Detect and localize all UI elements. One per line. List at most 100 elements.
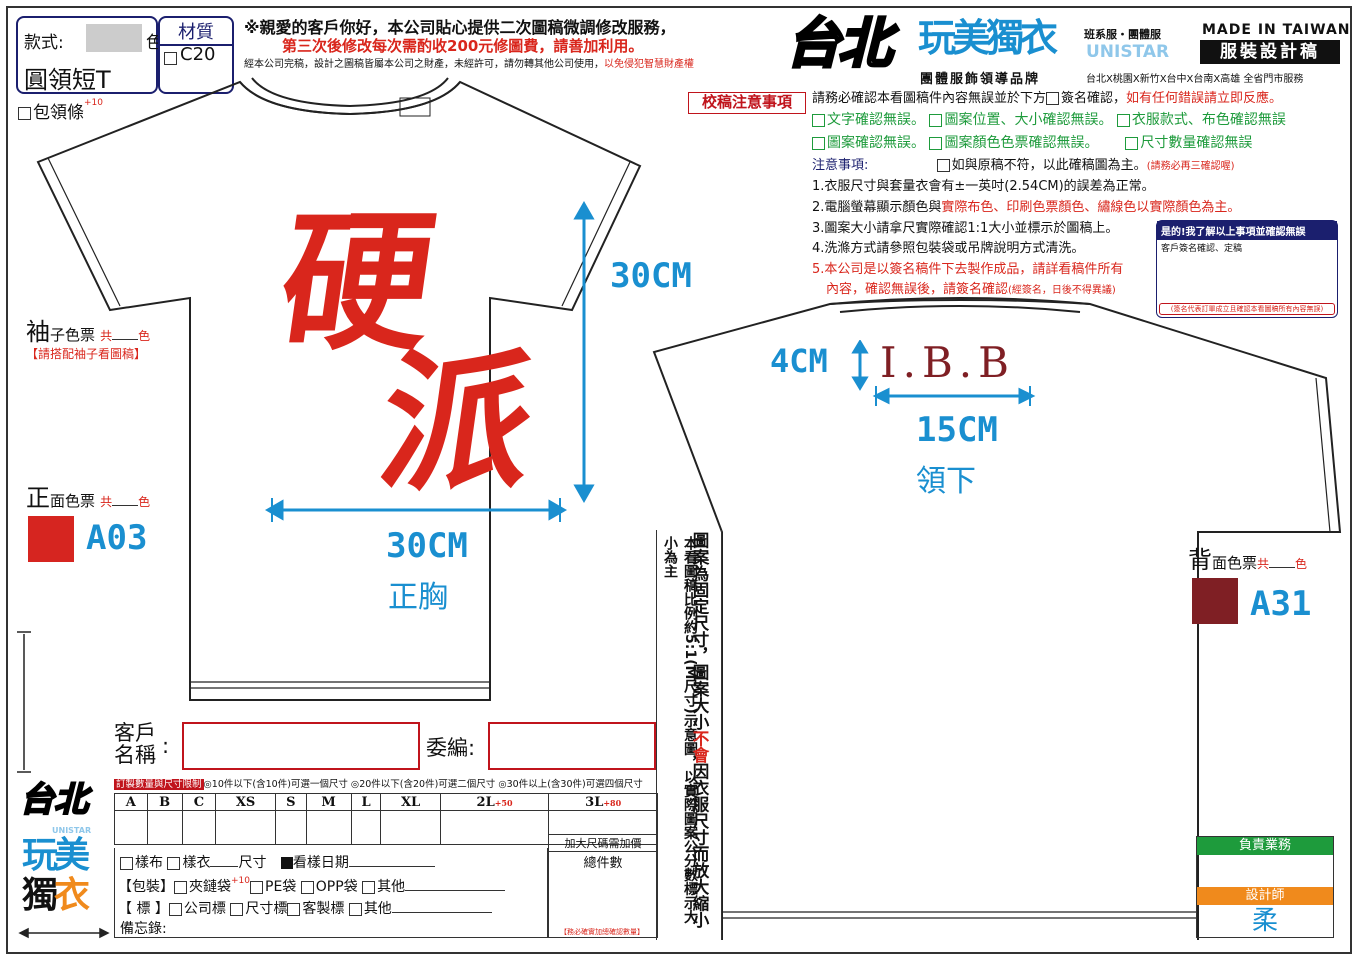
pack4-checkbox[interactable] — [362, 880, 376, 894]
brand-tag: 班系服・團體服 — [1084, 28, 1161, 41]
back-dimension-arrows — [851, 340, 1036, 406]
sign-box[interactable]: 是的!我了解以上事項並確認無誤 客戶簽名確認、定稿 (簽名代表訂單成立且確認本看… — [1156, 220, 1338, 318]
sleeve-label: 子色票 — [50, 326, 96, 344]
proof-line-1a: 請務必確認本看圖稿件內容無誤並於下方 — [812, 91, 1047, 106]
label3-checkbox[interactable] — [287, 902, 301, 916]
size-qty-2l[interactable] — [439, 810, 550, 845]
size-qty-m[interactable] — [305, 810, 352, 845]
size-qty-l[interactable] — [350, 810, 382, 845]
front-height-arrow-bottom — [573, 484, 595, 504]
note-5b-row: 內容，確認無誤後，請簽名確認(經簽名，日後不得異議) — [826, 279, 1116, 301]
size-qty-xs[interactable] — [215, 810, 277, 845]
size-header-label: A — [125, 794, 136, 810]
sample-cloth-label: 樣布 — [135, 855, 163, 871]
material-checkbox[interactable] — [164, 48, 179, 67]
notice-line-1: ※親愛的客戶你好，本公司貼心提供二次圖稿微調修改服務， — [244, 18, 676, 37]
check-color[interactable] — [929, 136, 943, 150]
check-size[interactable] — [1125, 136, 1139, 150]
back-position-label: 領下 — [916, 464, 976, 499]
proof-line-1b: 簽名確認， — [1061, 91, 1127, 106]
vertical-note-fixed-b: 不會 — [690, 730, 709, 763]
sign-checkbox[interactable] — [1046, 92, 1060, 105]
size-header-label: B — [159, 794, 171, 810]
back-sleeve-cuff-right — [1315, 377, 1341, 533]
size-header-label: XL — [400, 794, 421, 810]
sample-date-checkbox[interactable] — [280, 857, 293, 869]
footer-width-arrow — [18, 927, 110, 939]
notice-line-3a: 經本公司完稿，設計之圖稿皆屬本公司之財產，未經許可，請勿轉其他公司使用， — [244, 59, 604, 70]
front-width-arrow-left — [264, 499, 284, 521]
note-3: 3.圖案大小請拿尺實際確認1:1大小並標示於圖稿上。 — [812, 221, 1119, 236]
note-2a: 2.電腦螢幕顯示顏色與 — [812, 200, 942, 215]
size-header-c: C — [181, 793, 217, 811]
size-header-2l: 2L+50 — [439, 793, 550, 811]
note-5c: (經簽名，日後不得異議) — [1008, 285, 1116, 296]
sample-shirt-checkbox[interactable] — [167, 856, 181, 870]
vertical-note-fixed-a: 圖案為固定尺寸，圖案大小 — [690, 532, 709, 730]
pack1-checkbox[interactable] — [174, 880, 187, 894]
doc-type: 服裝設計稿 — [1200, 40, 1340, 64]
size-qty-xl[interactable] — [380, 810, 441, 845]
style-label: 款式: — [24, 33, 64, 53]
note-5b: 內容，確認無誤後，請簽名確認 — [826, 282, 1009, 297]
order-options-box — [114, 848, 548, 938]
back-design-text: I.B.B — [880, 338, 1016, 387]
size-qty-a[interactable] — [114, 810, 148, 845]
back-label: 面色票 — [1212, 554, 1258, 572]
label4-checkbox[interactable] — [348, 902, 362, 916]
back-label-big: 背 — [1188, 546, 1212, 574]
collar-option-row[interactable]: 包領條+10 — [18, 98, 103, 123]
front-collar — [239, 77, 461, 116]
size-qty-c[interactable] — [181, 810, 217, 845]
committee-label: 委編: — [426, 736, 476, 760]
page-frame — [6, 6, 1352, 954]
extra-fee-label: 加大尺碼需加價 — [549, 835, 657, 852]
sample-date-label: 看樣日期 — [292, 855, 349, 871]
sleeve-color-unit: 色 — [138, 329, 151, 343]
size-qty-b[interactable] — [146, 810, 183, 845]
label2-checkbox[interactable] — [230, 902, 244, 916]
customer-name-field[interactable] — [182, 722, 420, 770]
designer-value[interactable]: 柔 — [1251, 906, 1278, 936]
sales-value[interactable] — [1197, 855, 1333, 887]
back-height-arrow-bottom — [851, 376, 869, 391]
check-size-label: 尺寸數量確認無誤 — [1140, 135, 1253, 151]
front-width-label: 30CM — [386, 526, 468, 566]
footer-logo-top: 玩美 — [22, 835, 90, 876]
label1-checkbox[interactable] — [168, 902, 182, 916]
original-checkbox[interactable] — [936, 159, 950, 172]
check-text[interactable] — [812, 113, 825, 127]
notice-line-3: 經本公司完稿，設計之圖稿皆屬本公司之財產，未經許可，請勿轉其他公司使用，以免侵犯… — [244, 55, 694, 70]
footer-logo-bottom: 獨衣 — [22, 875, 90, 916]
check-style[interactable] — [1116, 113, 1130, 127]
check-design[interactable] — [812, 136, 825, 150]
color-placeholder[interactable] — [86, 24, 142, 52]
check-design-label: 圖案確認無誤。 — [827, 135, 925, 151]
proof-title: 校稿注意事項 — [688, 92, 806, 114]
note-1: 1.衣服尺寸與套量衣會有±一英吋(2.54CM)的誤差為正常。 — [812, 179, 1155, 194]
material-option: C20 — [180, 44, 216, 65]
front-dimension-arrows — [264, 200, 595, 522]
proof-line-1c: 如有任何錯誤請立即反應。 — [1126, 91, 1283, 106]
collar-checkbox[interactable] — [18, 106, 31, 120]
label-row: 【 標 】公司標 尺寸標客製標 其他 — [118, 898, 492, 918]
pack3-checkbox[interactable] — [300, 880, 314, 894]
back-width-arrow-left — [872, 387, 890, 405]
staff-box: 負責業務 設計師 柔 — [1196, 836, 1334, 938]
check-position[interactable] — [929, 113, 943, 127]
customer-label-2: 名稱 — [114, 743, 156, 767]
committee-field[interactable] — [488, 722, 656, 770]
back-height-label: 4CM — [770, 342, 828, 380]
size-qty-s[interactable] — [275, 810, 307, 845]
sample-cloth-checkbox[interactable] — [120, 856, 133, 870]
size-qty-3l[interactable] — [548, 810, 658, 845]
label-label: 【 標 】 — [118, 901, 169, 917]
front-neck-tag — [399, 97, 431, 117]
sleeve-color-row: 袖子色票 共色 — [26, 312, 150, 347]
back-hem-line — [722, 911, 1198, 919]
brand-branches: 台北X桃園X新竹X台中X台南X高雄 全省門市服務 — [1086, 74, 1304, 85]
sample-size-label: 尺寸 — [238, 855, 267, 871]
proof-checks-1: 文字確認無誤。 圖案位置、大小確認無誤。 衣服款式、布色確認無誤 — [812, 110, 1286, 131]
pack2-checkbox[interactable] — [250, 880, 263, 894]
